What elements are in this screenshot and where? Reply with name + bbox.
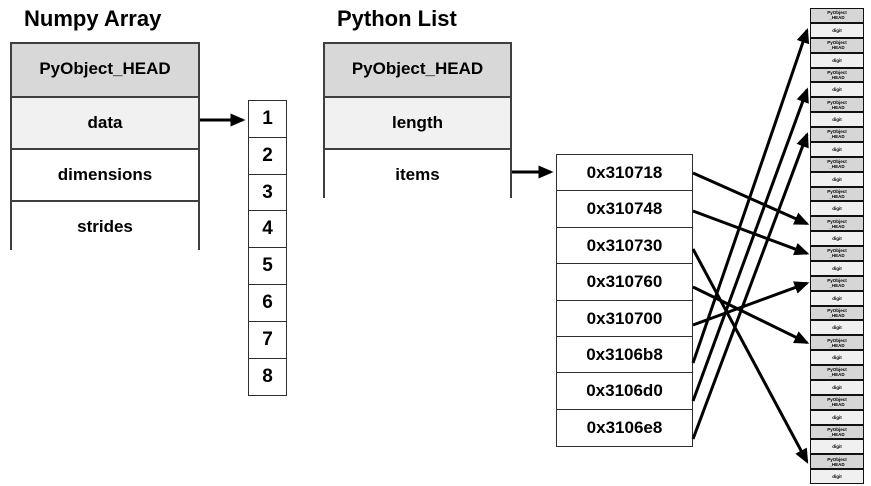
list-row-pyobject-head: PyObject_HEAD [325,44,510,96]
numpy-row-dimensions: dimensions [12,148,198,200]
python-list-struct: PyObject_HEAD length items [323,42,512,200]
pointer-arrow-0x3106d0 [691,87,809,402]
pointer-arrow-0x310700 [692,281,810,327]
object-pyobject-head-cell: PyObject _HEAD [810,305,864,321]
object-digit-cell: digit [810,22,864,38]
object-digit-cell: digit [810,320,864,336]
buffer-cell: 4 [248,210,287,249]
numpy-array-struct: PyObject_HEAD data dimensions strides [10,42,200,252]
object-digit-cell: digit [810,439,864,455]
object-digit-cell: digit [810,409,864,425]
pointer-cell: 0x310748 [556,190,693,229]
numpy-row-data: data [12,96,198,148]
pointer-arrow-0x310730 [691,248,809,464]
pointer-cell: 0x3106d0 [556,372,693,411]
object-digit-cell: digit [810,82,864,98]
object-digit-cell: digit [810,260,864,276]
list-row-length: length [325,96,510,148]
object-pyobject-head-cell: PyObject _HEAD [810,454,864,470]
numpy-row-strides: strides [12,200,198,252]
pointer-cell: 0x310718 [556,154,693,192]
pointer-cell: 0x310700 [556,299,693,338]
object-digit-cell: digit [810,112,864,127]
pointer-arrow-0x310748 [692,209,810,256]
buffer-cell: 3 [248,173,287,212]
buffer-cell: 5 [248,247,287,286]
object-pyobject-head-cell: PyObject _HEAD [810,156,864,172]
pointer-arrow-0x310718 [692,171,810,226]
pointer-cell: 0x310730 [556,226,693,265]
numpy-array-title: Numpy Array [24,6,162,31]
object-digit-cell: digit [810,469,864,484]
buffer-cell: 1 [248,100,287,139]
object-pyobject-head-cell: PyObject _HEAD [810,97,864,113]
buffer-cell: 6 [248,283,287,323]
object-pyobject-head-cell: PyObject _HEAD [810,394,864,410]
list-row-items: items [325,148,510,200]
object-pyobject-head-cell: PyObject _HEAD [810,127,864,142]
pointer-cell: 0x310760 [556,263,693,302]
pointer-cell: 0x3106b8 [556,336,693,375]
object-pyobject-head-cell: PyObject _HEAD [810,424,864,440]
object-pyobject-head-cell: PyObject _HEAD [810,8,864,23]
object-pyobject-head-cell: PyObject _HEAD [810,216,864,232]
object-digit-cell: digit [810,379,864,395]
object-digit-cell: digit [810,171,864,187]
object-pyobject-head-cell: PyObject _HEAD [810,37,864,53]
object-digit-cell: digit [810,231,864,246]
object-pyobject-head-cell: PyObject _HEAD [810,335,864,351]
python-list-title: Python List [337,6,457,31]
object-digit-cell: digit [810,52,864,68]
object-pyobject-head-cell: PyObject _HEAD [810,365,864,380]
buffer-cell: 2 [248,136,287,176]
buffer-cell: 8 [248,357,287,396]
pointer-arrow-0x310760 [692,285,810,345]
object-pyobject-head-cell: PyObject _HEAD [810,67,864,83]
object-digit-cell: digit [810,201,864,217]
pointer-arrow-0x3106b8 [691,27,810,364]
object-digit-cell: digit [810,350,864,365]
numpy-row-pyobject-head: PyObject_HEAD [12,44,198,96]
object-pyobject-head-cell: PyObject _HEAD [810,246,864,261]
object-pyobject-head-cell: PyObject _HEAD [810,186,864,202]
object-digit-cell: digit [810,290,864,306]
buffer-cell: 7 [248,320,287,360]
object-digit-cell: digit [810,141,864,157]
pointer-cell: 0x3106e8 [556,408,693,447]
pointer-arrow-0x3106e8 [691,132,809,440]
object-pyobject-head-cell: PyObject _HEAD [810,275,864,291]
